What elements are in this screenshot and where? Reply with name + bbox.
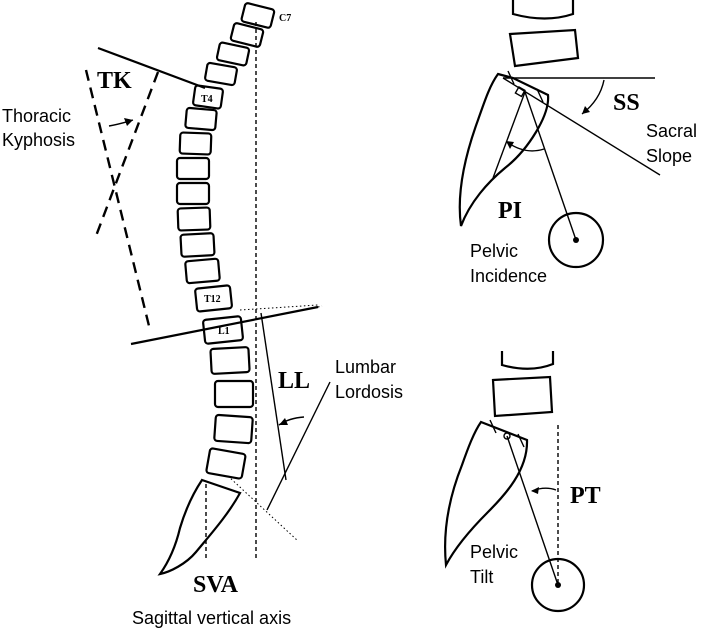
- ss-abbreviation: SS: [613, 90, 640, 116]
- sacral-slope-label-line2: Slope: [646, 146, 692, 166]
- tk-perpendicular-1: [84, 69, 152, 331]
- l5-vertebra: [491, 375, 554, 418]
- endplate-midpoint-marker: [503, 432, 511, 440]
- thoracic-kyphosis-label-line2: Kyphosis: [2, 130, 75, 150]
- l4-vertebra-partial: [511, 0, 575, 20]
- ss-angle-arrowhead: [582, 106, 590, 114]
- ll-abbreviation: LL: [278, 368, 310, 394]
- pelvic-incidence-label-line1: Pelvic: [470, 241, 518, 261]
- tk-perpendicular-2: [94, 71, 160, 237]
- pt-abbreviation: PT: [570, 483, 601, 509]
- endplate-tick-mark: [536, 88, 544, 103]
- femoral-head-line: [506, 435, 559, 586]
- sacrum: [444, 420, 529, 569]
- t12-endplate-line: [130, 305, 319, 346]
- tk-abbreviation: TK: [97, 68, 132, 94]
- vertebra: [213, 379, 255, 409]
- vertebra: [175, 181, 211, 206]
- vertebra: [176, 206, 212, 232]
- thoracic-kyphosis-measure: [84, 46, 323, 346]
- femoral-head: [530, 557, 586, 613]
- vertebra: [204, 61, 238, 87]
- femoral-head-center: [555, 582, 561, 588]
- pi-angle-arrowhead: [506, 141, 514, 149]
- spine-column: [157, 2, 276, 576]
- pelvic-tilt-label-line2: Tilt: [470, 567, 493, 587]
- vertebra: [184, 106, 218, 132]
- vertebra-label-t4: T4: [201, 94, 213, 105]
- pelvic-tilt-figure: [444, 351, 586, 613]
- sagittal-vertical-axis-measure: [205, 22, 257, 560]
- l1-endplate-line: [239, 304, 319, 311]
- ll-perpendicular-2: [266, 381, 331, 511]
- vertebra: [213, 413, 254, 445]
- femoral-head-center: [573, 237, 579, 243]
- vertebra: [175, 156, 211, 181]
- pelvic-incidence-figure: [458, 0, 661, 269]
- lumbar-lordosis-measure: [227, 304, 331, 542]
- sva-abbreviation: SVA: [193, 572, 239, 598]
- sagittal-vertical-axis-label: Sagittal vertical axis: [132, 608, 291, 628]
- ll-perpendicular-1: [260, 312, 287, 481]
- ll-angle-arrowhead: [279, 418, 288, 425]
- vertebra: [209, 346, 251, 375]
- vertebra: [229, 22, 265, 48]
- vertebra: [178, 131, 213, 156]
- sacral-endplate-line: [502, 77, 661, 176]
- vertebra-t12: [194, 284, 233, 313]
- t12-endplate-extension: [317, 305, 323, 308]
- vertebra: [184, 257, 221, 285]
- vertebra-label-t12: T12: [204, 294, 221, 305]
- pelvic-tilt-label-line1: Pelvic: [470, 542, 518, 562]
- l5-vertebra: [508, 28, 580, 68]
- l4-vertebra-partial: [500, 351, 555, 370]
- vertebra-label-c7: C7: [279, 13, 291, 24]
- endplate-tick-mark: [489, 419, 497, 434]
- endplate-tick-mark: [507, 70, 515, 85]
- lumbar-lordosis-label-line1: Lumbar: [335, 357, 396, 377]
- pelvic-incidence-label-line2: Incidence: [470, 266, 547, 286]
- vertebra-label-l1: L1: [218, 326, 230, 337]
- pt-angle-arrowhead: [531, 487, 539, 494]
- femoral-head: [547, 211, 605, 269]
- vertebra: [205, 447, 247, 480]
- thoracic-kyphosis-label-line1: Thoracic: [2, 106, 71, 126]
- femoral-head-line: [524, 91, 577, 241]
- t4-endplate-line: [97, 46, 206, 90]
- sacrum: [157, 478, 242, 576]
- s1-endplate-line: [227, 475, 299, 542]
- vertebra: [179, 232, 216, 258]
- vertebra-t4: [192, 84, 224, 110]
- lumbar-lordosis-label-line2: Lordosis: [335, 382, 403, 402]
- sacrum-perpendicular-line: [492, 91, 526, 179]
- endplate-tick-mark: [517, 433, 525, 448]
- sacral-slope-label-line1: Sacral: [646, 121, 697, 141]
- endplate-midpoint-marker: [514, 85, 526, 98]
- pi-abbreviation: PI: [498, 198, 522, 224]
- tk-angle-arrowhead: [124, 118, 133, 126]
- vertebra: [215, 41, 251, 67]
